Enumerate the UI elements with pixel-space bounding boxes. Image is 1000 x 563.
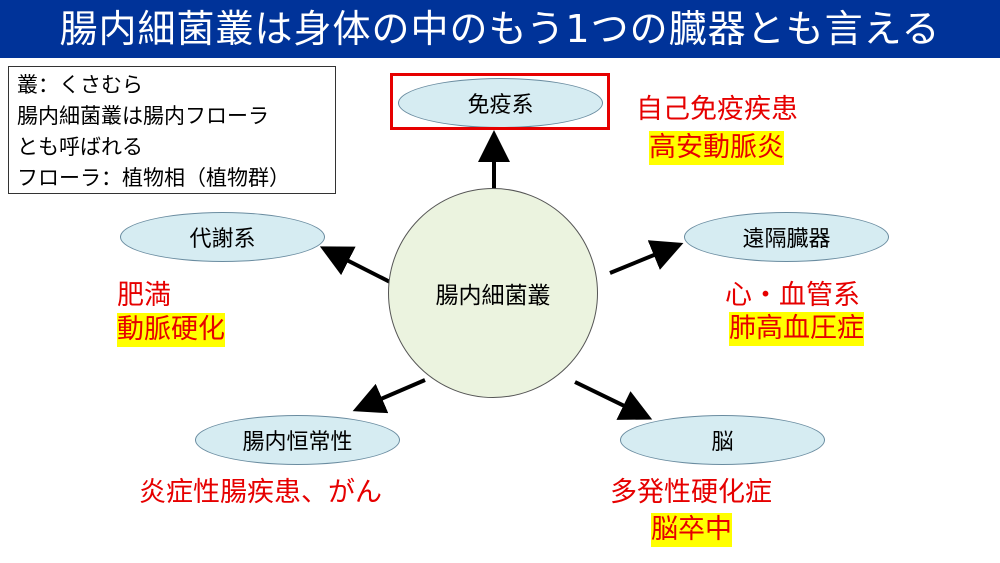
disease-label: 多発性硬化症 [610,477,772,508]
disease-label-highlighted: 脳卒中 [651,513,732,547]
homeostasis-node: 腸内恒常性 [195,415,400,465]
note-line: とも呼ばれる [17,135,143,159]
arrow-metabolic [319,246,391,284]
arrow-homeostasis [352,378,426,414]
disease-label: 炎症性腸疾患、がん [139,477,382,508]
arrow-remote [609,240,684,275]
metabolic-node: 代謝系 [120,212,325,262]
disease-label: 自己免疫疾患 [636,94,798,125]
note-line: 叢：くさむら [17,73,143,97]
slide-title: 腸内細菌叢は身体の中のもう1つの臓器とも言える [0,0,1000,58]
disease-label-highlighted: 高安動脈炎 [649,131,784,165]
disease-label: 肥満 [117,280,171,311]
highlight-box [390,73,610,130]
gut-microbiota-node: 腸内細菌叢 [388,188,598,398]
note-line: 腸内細菌叢は腸内フローラ [17,104,269,128]
note-box: 叢：くさむら 腸内細菌叢は腸内フローラ とも呼ばれる フローラ：植物相（植物群） [8,66,336,194]
note-line: フローラ：植物相（植物群） [17,166,290,190]
brain-node: 脳 [620,415,825,465]
arrow-brain [574,380,653,420]
disease-label-highlighted: 肺高血圧症 [729,312,864,346]
disease-label-highlighted: 動脈硬化 [117,313,225,347]
disease-label: 心・血管系 [725,280,860,311]
remote-organ-node: 遠隔臓器 [684,212,889,262]
immune-node: 免疫系 [398,78,603,128]
